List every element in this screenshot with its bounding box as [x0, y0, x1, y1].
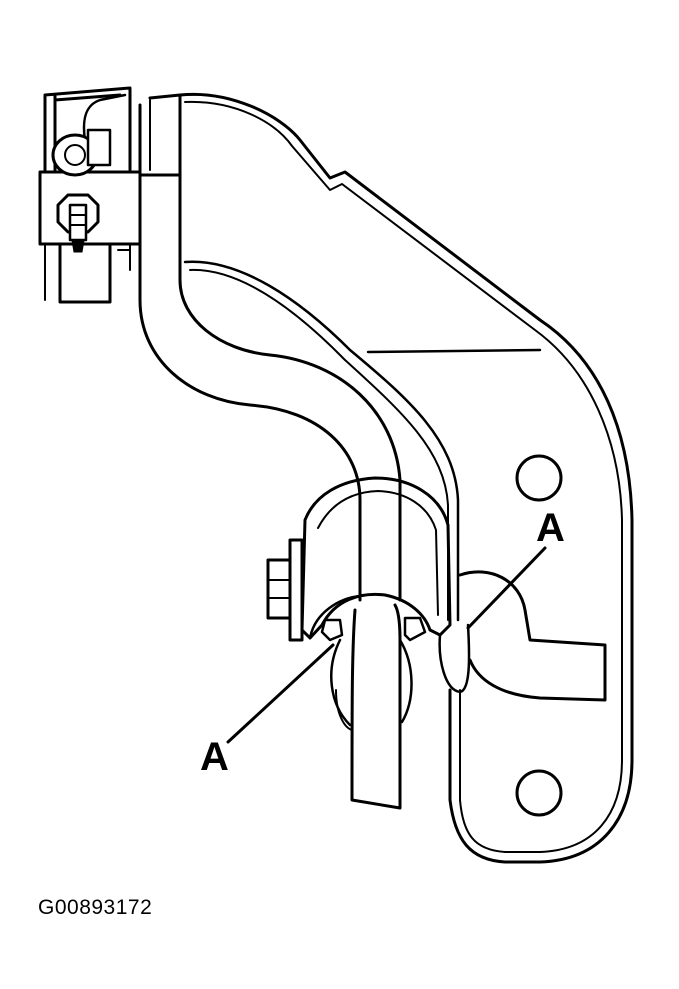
stabilizer-bar-inner: [178, 173, 402, 602]
clamp-bolt-head: [266, 558, 292, 620]
rubber-bushing: [330, 638, 413, 727]
bushing-clamp-inner: [317, 490, 439, 616]
callout-leader-upper: [466, 546, 547, 630]
clip-frame: [43, 86, 132, 172]
strap-outer: [183, 260, 460, 622]
figure-id-label: G00893172: [38, 896, 153, 919]
bracket-plate-outline: [148, 92, 634, 864]
bracket-tab: [458, 570, 607, 702]
stabilizer-bar-lower: [350, 603, 402, 810]
clamp-nut-left: [320, 618, 344, 642]
clip-lower-tab: [58, 242, 112, 304]
bracket-flange: [138, 93, 182, 177]
strap-inner: [189, 268, 449, 621]
clip-upper-bolt-stem: [86, 128, 112, 167]
bushing-clamp: [300, 476, 452, 640]
clamp-nut-right: [403, 616, 427, 642]
bushing-bottom: [335, 689, 353, 731]
callout-leader-lower: [226, 643, 335, 744]
bracket-plate-inner-edge: [184, 100, 623, 853]
clamp-lip-left: [308, 594, 362, 640]
bracket-fold-line: [366, 348, 542, 354]
callout-label-lower: A: [200, 735, 229, 779]
clip-upper-hook: [82, 93, 127, 142]
clip-bolt-thread: [68, 203, 88, 242]
callout-label-upper: A: [536, 506, 565, 550]
mounting-hole-lower: [515, 769, 563, 817]
clamp-bolt-washer: [288, 538, 304, 642]
stabilizer-bar-outer: [138, 173, 362, 602]
clamp-lip-right: [438, 623, 471, 694]
mounting-hole-upper: [515, 454, 563, 502]
